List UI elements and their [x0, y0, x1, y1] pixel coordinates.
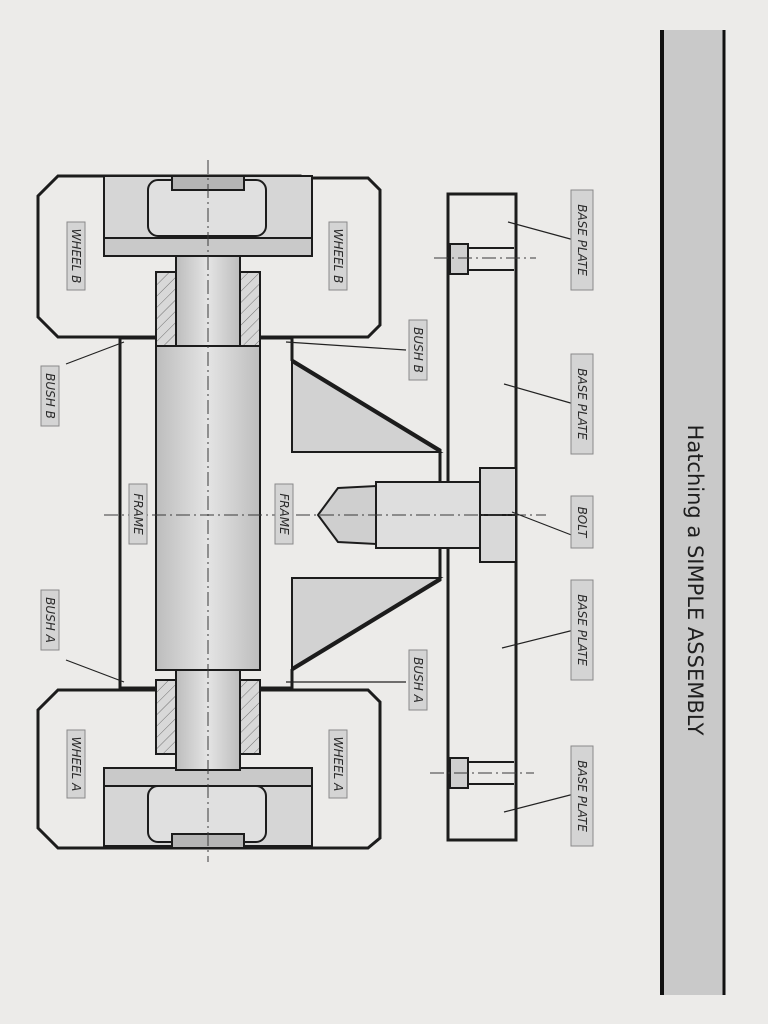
svg-text:BUSH A: BUSH A [43, 597, 57, 643]
svg-text:BASE PLATE: BASE PLATE [575, 760, 589, 832]
label-frame-center: FRAME [274, 483, 294, 545]
svg-text:BOLT: BOLT [575, 507, 589, 540]
svg-text:BUSH B: BUSH B [43, 373, 57, 419]
svg-text:WHEEL B: WHEEL B [69, 229, 83, 284]
centre-lines [104, 160, 546, 862]
label-base-plate-4: BASE PLATE [570, 745, 594, 847]
svg-text:WHEEL A: WHEEL A [69, 737, 83, 792]
leader-lines [65, 221, 575, 813]
page-title: Hatching a SIMPLE ASSEMBLY [683, 425, 707, 736]
label-bush-b-left: BUSH B [40, 365, 60, 427]
label-frame-left: FRAME [128, 483, 148, 545]
wheel-b [36, 174, 382, 339]
title-band: Hatching a SIMPLE ASSEMBLY [660, 30, 726, 995]
bush-b [155, 271, 261, 347]
svg-text:FRAME: FRAME [131, 493, 145, 535]
svg-text:BASE PLATE: BASE PLATE [575, 368, 589, 440]
label-bolt: BOLT [570, 495, 594, 549]
label-wheel-b-outer: WHEEL B [66, 221, 86, 291]
label-wheel-b-inner: WHEEL B [328, 221, 348, 291]
label-wheel-a-outer: WHEEL A [66, 729, 86, 799]
label-base-plate-2: BASE PLATE [570, 353, 594, 455]
svg-text:BASE PLATE: BASE PLATE [575, 204, 589, 276]
label-bush-a-left: BUSH A [40, 589, 60, 651]
label-bush-a-right: BUSH A [408, 649, 428, 711]
label-base-plate-1: BASE PLATE [570, 189, 594, 291]
label-wheel-a-inner: WHEEL A [328, 729, 348, 799]
svg-text:WHEEL B: WHEEL B [331, 229, 345, 284]
label-base-plate-3: BASE PLATE [570, 579, 594, 681]
svg-text:BUSH B: BUSH B [411, 327, 425, 373]
label-bush-b-right: BUSH B [408, 319, 428, 381]
svg-text:BUSH A: BUSH A [411, 657, 425, 703]
svg-text:BASE PLATE: BASE PLATE [575, 594, 589, 666]
frame [118, 336, 444, 690]
svg-text:WHEEL A: WHEEL A [331, 737, 345, 792]
svg-text:FRAME: FRAME [277, 493, 291, 535]
